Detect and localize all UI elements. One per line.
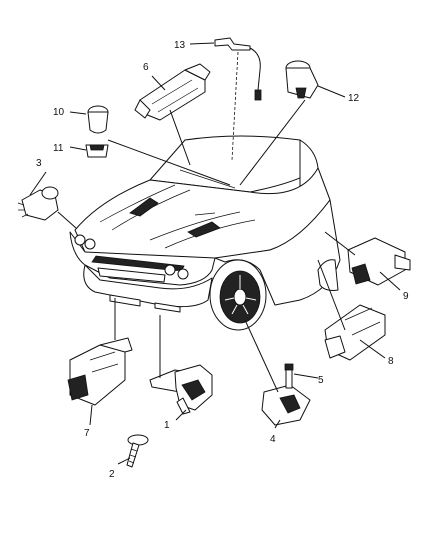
callout-7: 7	[84, 428, 90, 439]
callout-12: 12	[348, 93, 360, 104]
callout-11: 11	[53, 143, 64, 154]
callout-5: 5	[318, 375, 324, 386]
callout-8: 8	[388, 356, 394, 367]
part-10-lamp	[87, 105, 109, 134]
callout-1: 1	[164, 420, 170, 431]
callout-9: 9	[403, 291, 409, 302]
callout-3: 3	[36, 158, 42, 169]
part-9-sensor	[347, 237, 411, 286]
part-6-sensor-module	[134, 63, 211, 121]
part-1-sensor	[149, 364, 213, 415]
callout-2: 2	[109, 469, 115, 480]
vehicle-illustration	[69, 135, 341, 331]
part-3-bulb-socket	[17, 186, 59, 221]
leader-lines	[29, 42, 401, 465]
part-7-sensor	[67, 337, 133, 406]
part-2-push-pin	[126, 434, 149, 468]
callout-labels: 1 2 3 4 5 6 7 8 9 10 11 12 13	[36, 40, 409, 480]
part-11-clip	[85, 144, 109, 158]
callout-13: 13	[174, 40, 186, 51]
callout-6: 6	[143, 62, 149, 73]
part-5-valve-stem	[284, 363, 294, 389]
part-4-tpms-sensor	[261, 384, 311, 426]
part-8-sensor	[324, 304, 386, 361]
part-12-switch	[285, 60, 319, 99]
part-13-harness	[214, 37, 262, 101]
callout-4: 4	[270, 434, 276, 445]
callout-10: 10	[53, 107, 65, 118]
